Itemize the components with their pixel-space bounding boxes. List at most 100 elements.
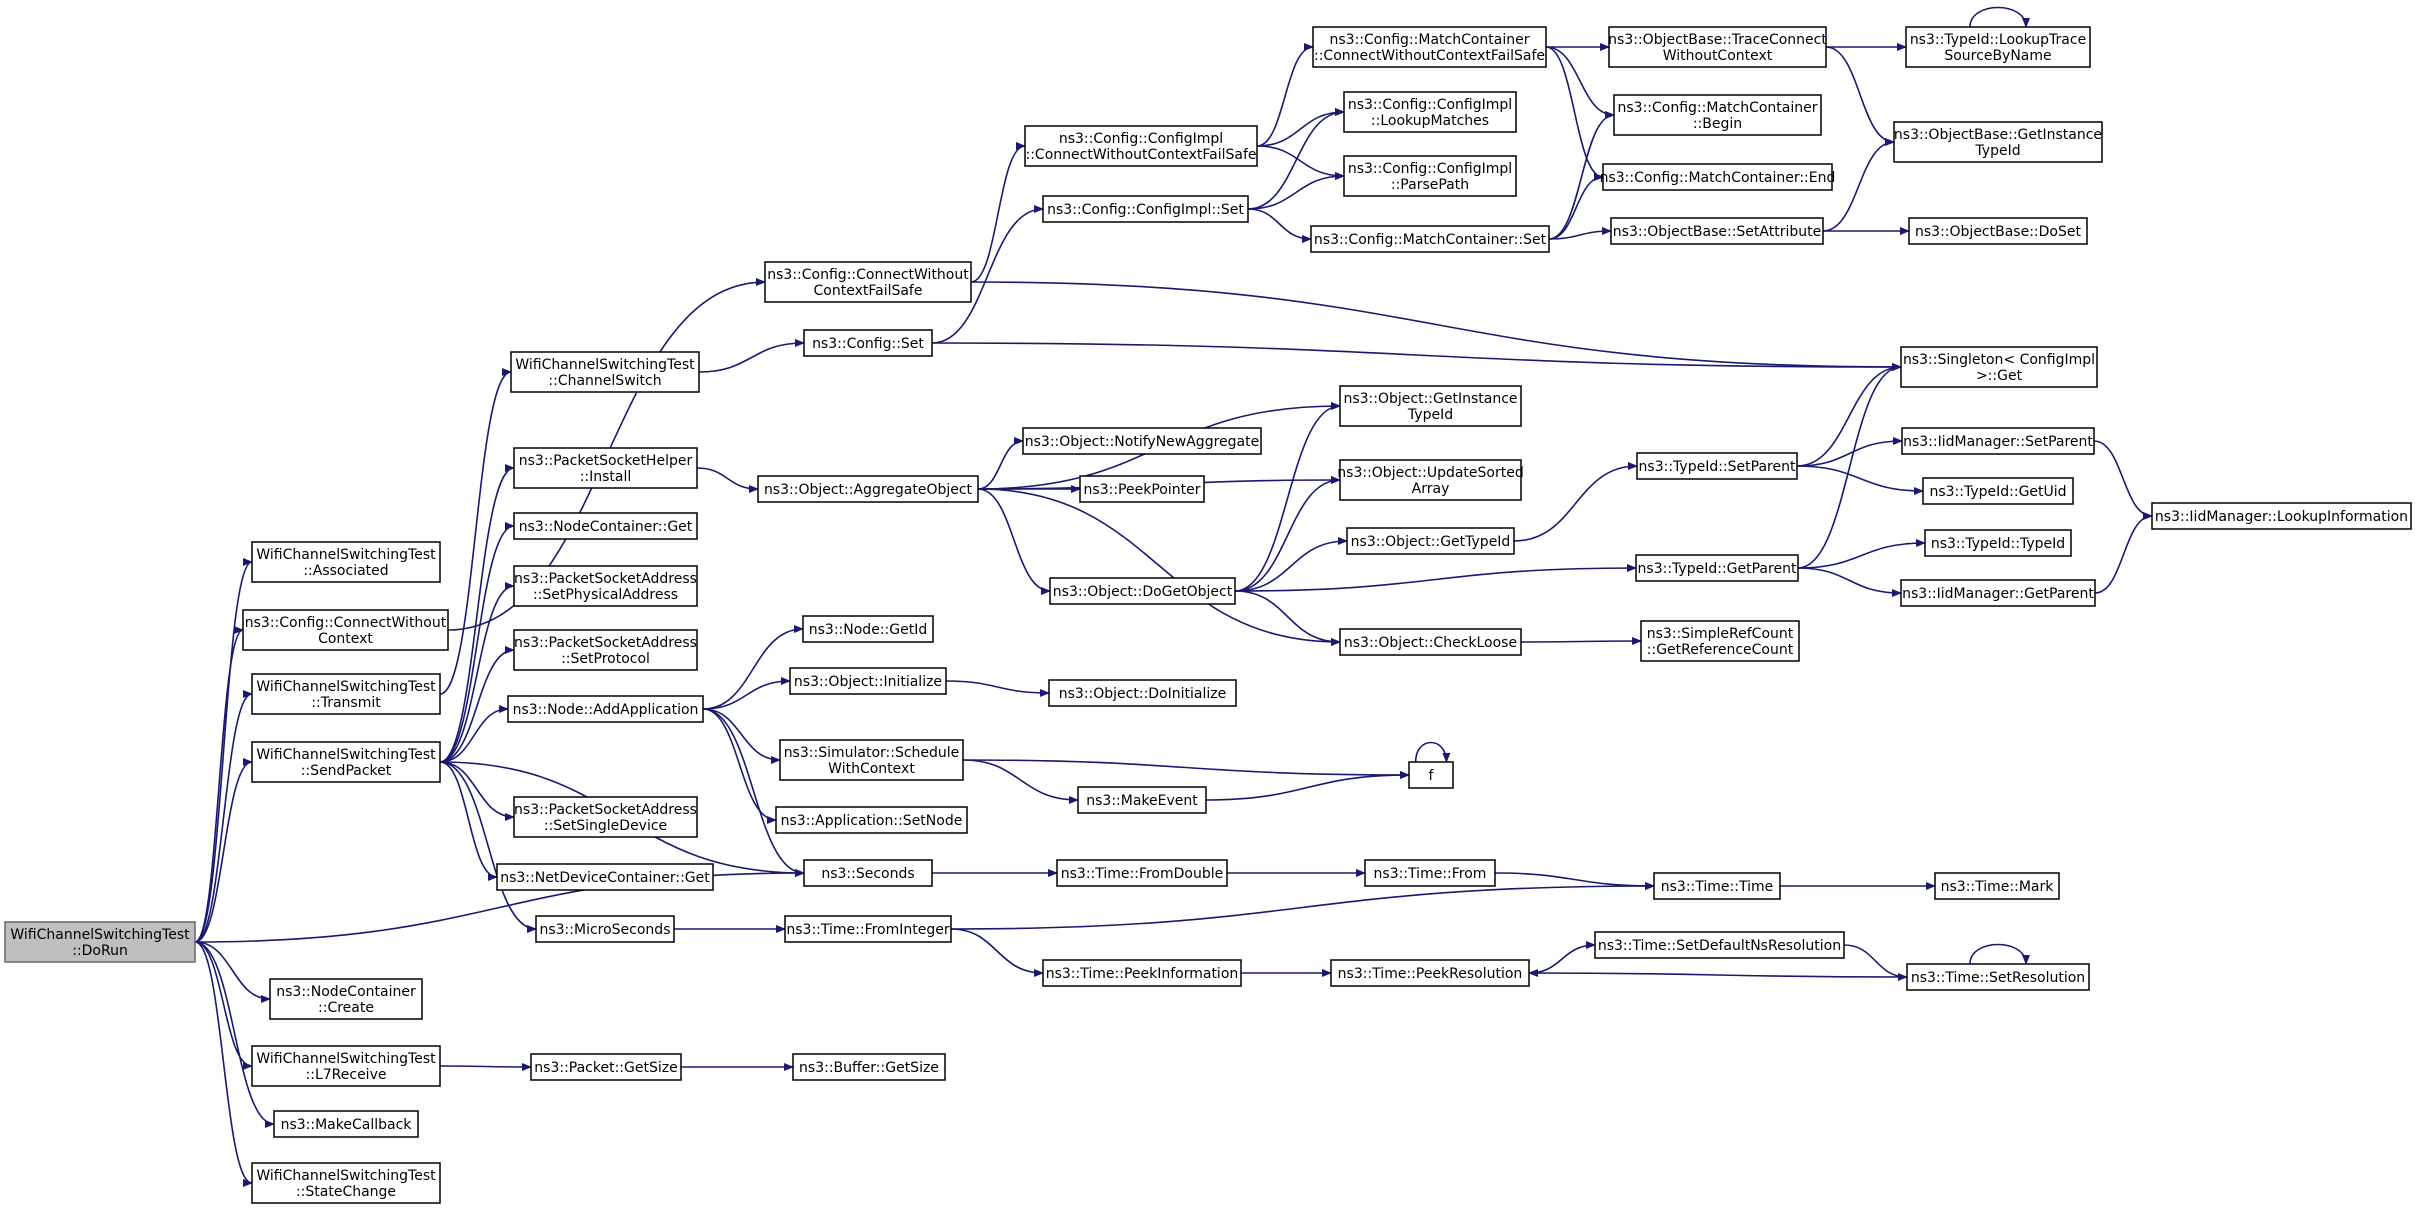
node-seconds[interactable]: ns3::Seconds <box>803 859 933 887</box>
node-mcset[interactable]: ns3::Config::MatchContainer::Set <box>1310 225 1550 253</box>
node-notifyagg[interactable]: ns3::Object::NotifyNewAggregate <box>1022 427 1262 455</box>
node-objinit[interactable]: ns3::Object::Initialize <box>789 667 947 695</box>
node-timemark[interactable]: ns3::Time::Mark <box>1934 872 2060 900</box>
edge-line <box>1969 6 2030 28</box>
node-psasingle[interactable]: ns3::PacketSocketAddress::SetSingleDevic… <box>513 796 698 838</box>
node-micro[interactable]: ns3::MicroSeconds <box>535 915 675 943</box>
node-peekinfo[interactable]: ns3::Time::PeekInformation <box>1042 959 1242 987</box>
node-mcend[interactable]: ns3::Config::MatchContainer::End <box>1600 163 1836 191</box>
edge-line <box>1234 402 1341 592</box>
node-peekres[interactable]: ns3::Time::PeekResolution <box>1330 959 1530 987</box>
node-objgettypeid[interactable]: ns3::Object::GetTypeId <box>1346 527 1515 555</box>
node-tidgetuid[interactable]: ns3::TypeId::GetUid <box>1922 477 2074 505</box>
node-label: ns3::Config::Set <box>812 336 924 352</box>
node-box <box>1077 786 1207 814</box>
call-edge-root-to-makecb <box>194 941 275 1128</box>
node-iidlookup[interactable]: ns3::IidManager::LookupInformation <box>2151 502 2412 530</box>
node-pshinstall[interactable]: ns3::PacketSocketHelper::Install <box>513 447 698 489</box>
node-lookupmatches[interactable]: ns3::Config::ConfigImpl::LookupMatches <box>1343 91 1517 133</box>
node-l7recv[interactable]: WifiChannelSwitchingTest::L7Receive <box>251 1045 441 1087</box>
edge-line <box>1256 108 1345 147</box>
node-ndcget[interactable]: ns3::NetDeviceContainer::Get <box>496 863 714 891</box>
node-makecb[interactable]: ns3::MakeCallback <box>273 1110 419 1138</box>
call-edge-iidgetparent-to-iidlookup <box>2094 512 2153 594</box>
node-setattr[interactable]: ns3::ObjectBase::SetAttribute <box>1610 217 1824 245</box>
node-appsetnode[interactable]: ns3::Application::SetNode <box>775 806 968 834</box>
node-tidgetparent[interactable]: ns3::TypeId::GetParent <box>1635 554 1799 582</box>
node-mcbegin[interactable]: ns3::Config::MatchContainer::Begin <box>1613 94 1822 136</box>
node-transmit[interactable]: WifiChannelSwitchingTest::Transmit <box>251 673 441 715</box>
node-box <box>535 915 675 943</box>
node-tidtypeid[interactable]: ns3::TypeId::TypeId <box>1924 529 2072 557</box>
node-timetime[interactable]: ns3::Time::Time <box>1653 872 1781 900</box>
node-box <box>530 1053 682 1081</box>
node-nccreate[interactable]: ns3::NodeContainer::Create <box>269 978 423 1020</box>
node-refcount[interactable]: ns3::SimpleRefCount::GetReferenceCount <box>1640 620 1800 662</box>
node-label: WifiChannelSwitchingTest <box>256 747 436 763</box>
node-implset[interactable]: ns3::Config::ConfigImpl::Set <box>1042 195 1249 223</box>
node-cwc[interactable]: ns3::Config::ConnectWithoutContext <box>242 609 449 651</box>
call-edge-root-to-cwc <box>194 626 244 943</box>
edge-line <box>1205 771 1410 801</box>
node-setdefres[interactable]: ns3::Time::SetDefaultNsResolution <box>1594 931 1845 959</box>
node-iidgetparent[interactable]: ns3::IidManager::GetParent <box>1900 579 2096 607</box>
node-aggregate[interactable]: ns3::Object::AggregateObject <box>757 475 979 503</box>
node-root[interactable]: WifiChannelSwitchingTest::DoRun <box>4 921 196 963</box>
node-fromdouble[interactable]: ns3::Time::FromDouble <box>1056 859 1228 887</box>
edge-line <box>439 582 515 763</box>
call-edge-dogetobj-to-updsorted <box>1234 476 1341 592</box>
node-tracecwc[interactable]: ns3::ObjectBase::TraceConnectWithoutCont… <box>1608 26 1827 68</box>
edge-line <box>931 342 1902 371</box>
edge-line <box>702 708 777 824</box>
node-box <box>1934 872 2060 900</box>
node-tidsetparent[interactable]: ns3::TypeId::SetParent <box>1636 452 1798 480</box>
node-iidsetparent[interactable]: ns3::IidManager::SetParent <box>1901 427 2095 455</box>
node-bufsize[interactable]: ns3::Buffer::GetSize <box>792 1053 946 1081</box>
node-label: ns3::Object::DoGetObject <box>1053 584 1233 600</box>
node-box <box>1905 26 2091 68</box>
node-singleton[interactable]: ns3::Singleton< ConfigImpl >::Get <box>1900 346 2098 388</box>
node-f[interactable]: f <box>1408 761 1454 789</box>
node-mccwcfs[interactable]: ns3::Config::MatchContainer::ConnectWith… <box>1312 26 1547 68</box>
edge-line <box>977 488 1051 595</box>
node-peekptr[interactable]: ns3::PeekPointer <box>1079 475 1205 503</box>
call-edge-cfgset-to-singleton <box>931 342 1902 371</box>
node-obdoset[interactable]: ns3::ObjectBase::DoSet <box>1908 217 2088 245</box>
edge-line <box>696 467 759 493</box>
node-makeevent[interactable]: ns3::MakeEvent <box>1077 786 1207 814</box>
node-box <box>513 447 698 489</box>
node-setres[interactable]: ns3::Time::SetResolution <box>1906 963 2090 991</box>
node-cfgset[interactable]: ns3::Config::Set <box>803 329 933 357</box>
node-getid[interactable]: ns3::Node::GetId <box>802 615 934 643</box>
node-checkloose[interactable]: ns3::Object::CheckLoose <box>1339 628 1522 656</box>
node-label: ns3::Config::ConfigImpl <box>1348 161 1512 177</box>
node-chswitch[interactable]: WifiChannelSwitchingTest::ChannelSwitch <box>510 351 700 393</box>
node-sendpkt[interactable]: WifiChannelSwitchingTest::SendPacket <box>251 741 441 783</box>
edge-line <box>439 1062 532 1071</box>
node-ncget[interactable]: ns3::NodeContainer::Get <box>513 512 698 540</box>
node-psaphys[interactable]: ns3::PacketSocketAddress::SetPhysicalAdd… <box>513 565 698 607</box>
node-doinit[interactable]: ns3::Object::DoInitialize <box>1048 679 1237 707</box>
node-assoc[interactable]: WifiChannelSwitchingTest::Associated <box>251 541 441 583</box>
edge-line <box>1545 46 1615 119</box>
node-label: ns3::Time::Mark <box>1941 879 2055 895</box>
node-pktsize[interactable]: ns3::Packet::GetSize <box>530 1053 682 1081</box>
node-parsepath[interactable]: ns3::Config::ConfigImpl::ParsePath <box>1343 155 1517 197</box>
node-implcwcfs[interactable]: ns3::Config::ConfigImpl::ConnectWithoutC… <box>1024 125 1258 167</box>
node-timefrom[interactable]: ns3::Time::From <box>1364 859 1496 887</box>
node-dogetobj[interactable]: ns3::Object::DoGetObject <box>1049 577 1236 605</box>
node-label: ns3::Object::NotifyNewAggregate <box>1025 434 1259 450</box>
node-cwcfs[interactable]: ns3::Config::ConnectWithoutContextFailSa… <box>764 261 972 303</box>
node-box <box>251 1045 441 1087</box>
edge-line <box>1234 476 1341 592</box>
node-box <box>1613 94 1822 136</box>
node-addapp[interactable]: ns3::Node::AddApplication <box>507 695 704 723</box>
node-fromint[interactable]: ns3::Time::FromInteger <box>784 915 952 943</box>
node-statechange[interactable]: WifiChannelSwitchingTest::StateChange <box>251 1162 441 1204</box>
node-psaproto[interactable]: ns3::PacketSocketAddress::SetProtocol <box>513 629 698 671</box>
